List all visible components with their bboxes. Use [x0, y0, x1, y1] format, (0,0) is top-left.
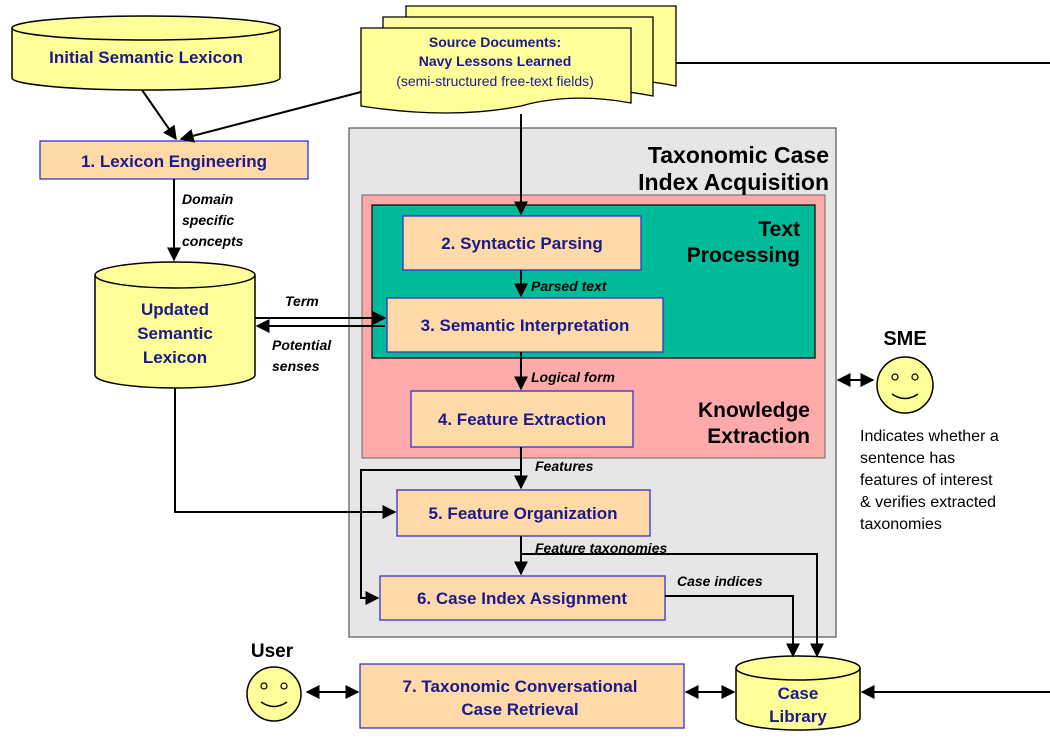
semantic-interpretation-label: 3. Semantic Interpretation	[421, 316, 630, 335]
syntactic-parsing-process: 2. Syntactic Parsing	[402, 215, 642, 271]
feature-extraction-label: 4. Feature Extraction	[438, 410, 606, 429]
arrow-initial-lexicon-to-lexicon-engineering	[141, 89, 177, 141]
sme-note-line3: features of interest	[860, 472, 993, 489]
case-library-line1: Case	[778, 684, 819, 703]
flow-labels: Domain specific concepts Term Potential …	[182, 191, 763, 589]
label-potential-line1: Potential	[272, 337, 332, 353]
updated-semantic-lexicon-store: Updated Semantic Lexicon	[94, 261, 256, 389]
label-potential-line2: senses	[272, 358, 320, 374]
user-label: User	[251, 641, 294, 662]
sme-note-line4: & verifies extracted	[860, 494, 996, 511]
conversational-case-retrieval-line1: 7. Taxonomic Conversational	[403, 677, 638, 696]
conversational-case-retrieval-process: 7. Taxonomic Conversational Case Retriev…	[359, 663, 685, 729]
sme-note-line5: taxonomies	[860, 516, 942, 533]
user-actor: User	[246, 641, 302, 722]
user-smiley-icon	[246, 666, 302, 722]
arrow-features-to-case-index	[360, 469, 521, 605]
sme-note-line1: Indicates whether a	[860, 428, 999, 445]
source-documents-line1: Source Documents:	[429, 34, 561, 50]
lexicon-engineering-process: 1. Lexicon Engineering	[39, 140, 309, 180]
semantic-interpretation-process: 3. Semantic Interpretation	[386, 297, 664, 353]
conversational-case-retrieval-line2: Case Retrieval	[461, 700, 578, 719]
label-domain-line3: concepts	[182, 233, 244, 249]
updated-lexicon-line2: Semantic	[137, 324, 213, 343]
label-feature-taxonomies: Feature taxonomies	[535, 540, 667, 556]
knowledge-extraction-title-line2: Extraction	[707, 425, 810, 448]
text-processing-title-line1: Text	[758, 218, 800, 241]
label-logical-form: Logical form	[531, 369, 615, 385]
label-domain-line2: specific	[182, 212, 234, 228]
initial-semantic-lexicon-label: Initial Semantic Lexicon	[49, 48, 243, 67]
label-domain-line1: Domain	[182, 191, 233, 207]
text-processing-title-line2: Processing	[687, 244, 800, 267]
outer-panel-title-line2: Index Acquisition	[638, 169, 829, 195]
sme-actor: SME Indicates whether a sentence has fea…	[860, 328, 999, 533]
case-index-assignment-process: 6. Case Index Assignment	[379, 575, 666, 621]
label-parsed-text: Parsed text	[531, 278, 608, 294]
sme-smiley-icon	[876, 356, 934, 414]
arrow-source-docs-to-lexicon-engineering	[179, 91, 362, 143]
source-documents-line2: Navy Lessons Learned	[419, 53, 572, 69]
arrow-updated-lexicon-to-organization	[174, 388, 397, 519]
sme-note-line2: sentence has	[860, 450, 955, 467]
source-documents-stack: Source Documents: Navy Lessons Learned (…	[360, 5, 677, 114]
arrow-case-indices-to-case-library	[665, 595, 800, 658]
updated-lexicon-line1: Updated	[141, 300, 209, 319]
syntactic-parsing-label: 2. Syntactic Parsing	[441, 234, 603, 253]
label-case-indices: Case indices	[677, 573, 763, 589]
feature-organization-label: 5. Feature Organization	[429, 504, 618, 523]
knowledge-extraction-title-line1: Knowledge	[698, 399, 810, 422]
case-library-store: Case Library	[735, 655, 861, 731]
connectors	[141, 62, 1050, 699]
lexicon-engineering-label: 1. Lexicon Engineering	[81, 152, 267, 171]
updated-lexicon-line3: Lexicon	[143, 348, 207, 367]
label-features: Features	[535, 458, 594, 474]
case-library-line2: Library	[769, 707, 827, 726]
label-term: Term	[285, 293, 319, 309]
initial-semantic-lexicon-store: Initial Semantic Lexicon	[11, 15, 281, 91]
source-documents-line3: (semi-structured free-text fields)	[396, 73, 594, 89]
outer-panel-title-line1: Taxonomic Case	[648, 142, 829, 168]
feature-extraction-process: 4. Feature Extraction	[410, 390, 634, 448]
arrow-taxonomies-to-case-library	[521, 553, 824, 658]
sme-label: SME	[883, 328, 926, 350]
case-index-assignment-label: 6. Case Index Assignment	[417, 589, 627, 608]
feature-organization-process: 5. Feature Organization	[396, 489, 651, 537]
